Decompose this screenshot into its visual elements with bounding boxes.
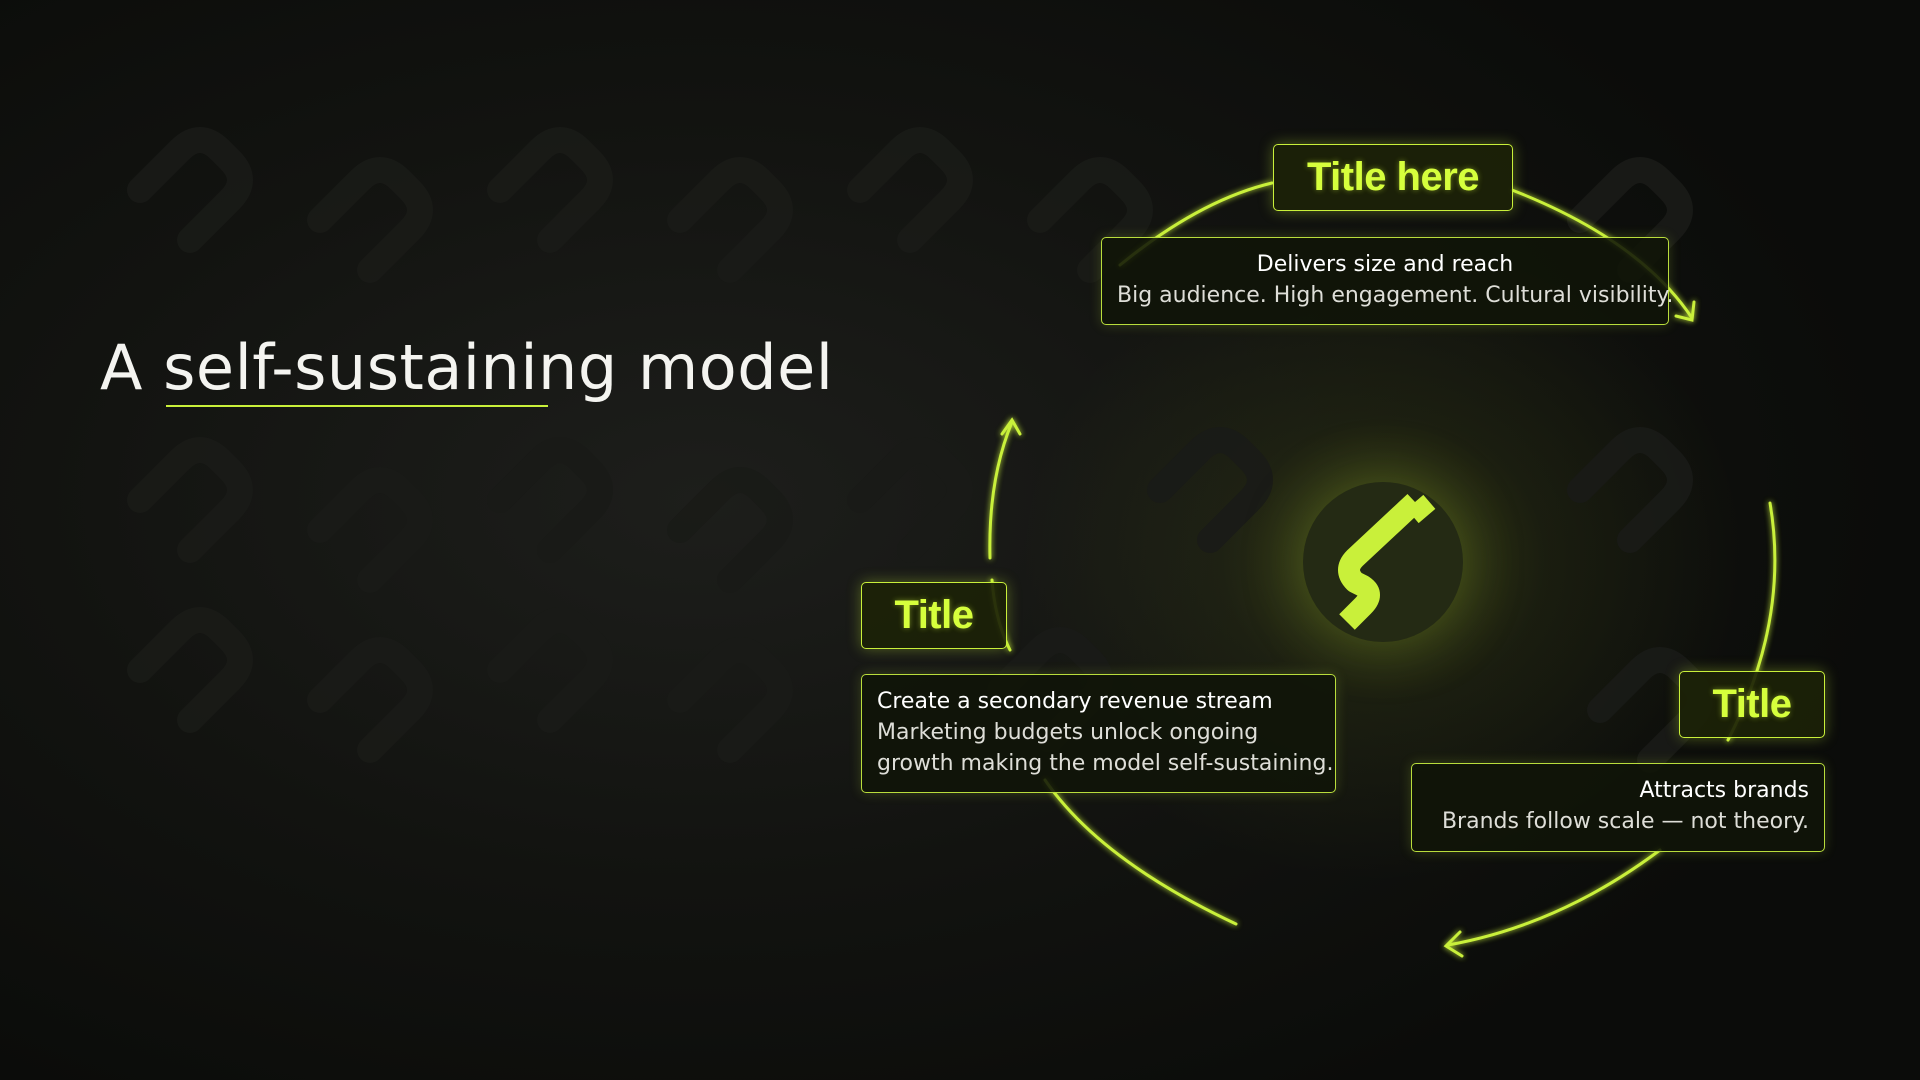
heading-prefix: A: [100, 331, 164, 404]
right-node-description: Attracts brands Brands follow scale — no…: [1411, 763, 1825, 852]
s-logo-icon: [1303, 482, 1463, 642]
cycle-arc-bottom-left: [1043, 778, 1238, 926]
left-node-body-line1: Marketing budgets unlock ongoing: [877, 720, 1259, 745]
right-node-title: Title: [1679, 671, 1825, 738]
top-node-title-text: Title here: [1306, 155, 1480, 199]
left-node-title: Title: [861, 582, 1007, 649]
right-node-subtitle: Attracts brands: [1639, 778, 1809, 803]
arrow-bottom: [1443, 930, 1464, 958]
top-node-body: Big audience. High engagement. Cultural …: [1117, 283, 1674, 308]
cycle-arc-left: [988, 420, 1014, 560]
right-node-body: Brands follow scale — not theory.: [1441, 809, 1809, 834]
top-node-subtitle: Delivers size and reach: [1256, 252, 1514, 277]
arrow-left: [1000, 417, 1022, 436]
left-node-body-line2: growth making the model self-sustaining.: [877, 751, 1334, 776]
left-node-title-text: Title: [894, 593, 974, 637]
arrow-top-right: [1674, 300, 1696, 322]
left-node-subtitle: Create a secondary revenue stream: [877, 689, 1273, 714]
page-heading: A self-sustaining model: [100, 328, 833, 408]
top-node-title: Title here: [1273, 144, 1513, 211]
heading-suffix: model: [617, 331, 834, 404]
left-node-description: Create a secondary revenue stream Market…: [861, 674, 1336, 793]
heading-highlight: self-sustaining: [163, 331, 618, 404]
heading-underline: [166, 405, 548, 407]
cycle-arc-bottom-right: [1446, 848, 1662, 947]
right-node-title-text: Title: [1712, 682, 1792, 726]
top-node-description: Delivers size and reach Big audience. Hi…: [1101, 237, 1674, 325]
